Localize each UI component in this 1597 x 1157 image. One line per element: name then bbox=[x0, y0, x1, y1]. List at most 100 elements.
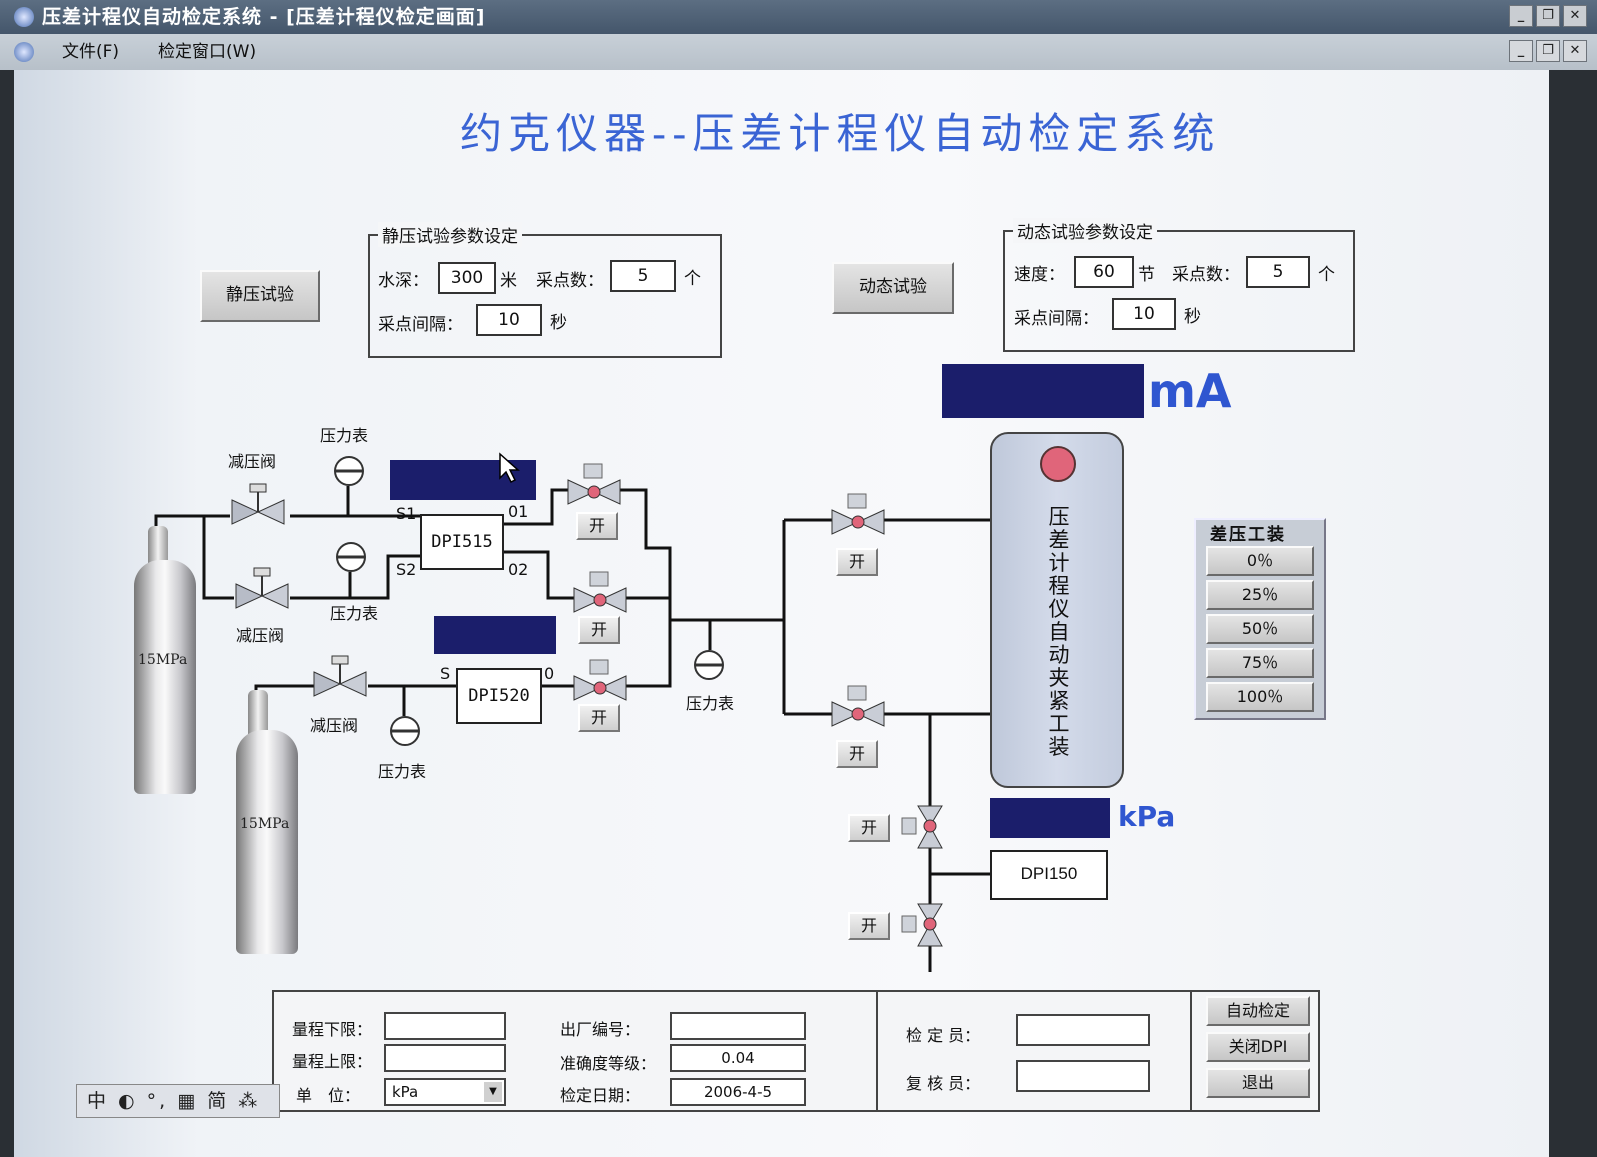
reviewer-input[interactable] bbox=[1016, 1060, 1150, 1092]
static-test-button[interactable]: 静压试验 bbox=[200, 270, 320, 322]
pressure-gauge-2-icon bbox=[336, 542, 366, 572]
kpa-readout bbox=[990, 798, 1110, 838]
reducer-valve-3-icon[interactable] bbox=[310, 654, 374, 706]
cylinder-2-neck bbox=[248, 690, 268, 734]
reducer-valve-3-label: 减压阀 bbox=[310, 716, 359, 735]
date-input[interactable]: 2006-4-5 bbox=[670, 1078, 806, 1106]
fixture-label: 压差计程仪自动夹紧工装 bbox=[1048, 505, 1070, 759]
ma-unit: mA bbox=[1148, 364, 1232, 418]
speed-unit: 节 bbox=[1138, 265, 1155, 285]
pressure-gauge-2-label: 压力表 bbox=[330, 604, 379, 623]
pressure-gauge-1-label: 压力表 bbox=[320, 426, 369, 445]
dp-75-button[interactable]: 75％ bbox=[1206, 648, 1314, 678]
dynamic-interval-unit: 秒 bbox=[1184, 307, 1201, 327]
solenoid-valve-3-icon[interactable] bbox=[572, 658, 628, 704]
dp-25-button[interactable]: 25％ bbox=[1206, 580, 1314, 610]
window-titlebar: 压差计程仪自动检定系统 - [压差计程仪检定画面] _ ❐ ✕ bbox=[0, 0, 1597, 34]
port-01: 01 bbox=[508, 502, 529, 521]
dp-fixture-title: 差压工装 bbox=[1210, 525, 1286, 545]
pressure-gauge-3-label: 压力表 bbox=[378, 762, 427, 781]
static-params-group: 静压试验参数设定 bbox=[368, 222, 722, 358]
child-close-icon[interactable]: ✕ bbox=[1563, 40, 1587, 62]
dynamic-samples-unit: 个 bbox=[1318, 265, 1335, 285]
exit-button[interactable]: 退出 bbox=[1206, 1068, 1310, 1098]
solenoid-valve-2-icon[interactable] bbox=[572, 570, 628, 616]
solenoid-valve-6-icon[interactable] bbox=[900, 804, 950, 850]
dp-fixture-panel: 差压工装 0％ 25％ 50％ 75％ 100％ bbox=[1194, 518, 1326, 720]
child-window-icon[interactable] bbox=[14, 42, 34, 62]
open-valve-3-button[interactable]: 开 bbox=[578, 704, 620, 732]
dynamic-params-group: 动态试验参数设定 bbox=[1003, 218, 1355, 352]
reviewer-label: 复 核 员： bbox=[906, 1074, 981, 1093]
solenoid-valve-1-icon[interactable] bbox=[566, 462, 622, 508]
speed-label: 速度： bbox=[1014, 265, 1065, 285]
reducer-valve-2-icon[interactable] bbox=[232, 566, 296, 618]
pressure-gauge-1-icon bbox=[334, 456, 364, 486]
serial-label: 出厂编号： bbox=[560, 1020, 641, 1039]
menu-window[interactable]: 检定窗口(W) bbox=[158, 42, 257, 62]
dynamic-params-title: 动态试验参数设定 bbox=[1013, 218, 1157, 243]
unit-select[interactable]: kPa ▼ bbox=[384, 1078, 506, 1106]
port-s: S bbox=[440, 664, 451, 683]
range-high-input[interactable] bbox=[384, 1044, 506, 1072]
menu-bar: 文件(F) 检定窗口(W) _ ❐ ✕ bbox=[0, 34, 1597, 70]
close-dpi-button[interactable]: 关闭DPI bbox=[1206, 1032, 1310, 1062]
dp-0-button[interactable]: 0％ bbox=[1206, 546, 1314, 576]
open-valve-5-button[interactable]: 开 bbox=[836, 740, 878, 768]
menu-file[interactable]: 文件(F) bbox=[62, 42, 120, 62]
dpi515-box: DPI515 bbox=[420, 514, 504, 570]
clamping-fixture bbox=[990, 432, 1124, 788]
dp-100-button[interactable]: 100％ bbox=[1206, 682, 1314, 712]
serial-input[interactable] bbox=[670, 1012, 806, 1040]
depth-input[interactable]: 300 bbox=[438, 262, 496, 294]
kpa-unit: kPa bbox=[1118, 800, 1176, 833]
chevron-down-icon[interactable]: ▼ bbox=[484, 1082, 502, 1102]
speed-input[interactable]: 60 bbox=[1074, 256, 1134, 288]
static-params-title: 静压试验参数设定 bbox=[378, 222, 522, 247]
auto-verify-button[interactable]: 自动检定 bbox=[1206, 996, 1310, 1026]
solenoid-valve-4-icon[interactable] bbox=[830, 492, 886, 538]
close-icon[interactable]: ✕ bbox=[1563, 5, 1587, 27]
date-label: 检定日期： bbox=[560, 1086, 641, 1105]
reducer-valve-2-label: 减压阀 bbox=[236, 626, 285, 645]
inspector-label: 检 定 员： bbox=[906, 1026, 981, 1045]
accuracy-input[interactable]: 0.04 bbox=[670, 1044, 806, 1072]
ime-toolbar[interactable]: 中 ◐ °, ▦ 简 ⁂ bbox=[76, 1084, 280, 1118]
cylinder-1-neck bbox=[148, 526, 168, 566]
dp-50-button[interactable]: 50％ bbox=[1206, 614, 1314, 644]
dynamic-test-button[interactable]: 动态试验 bbox=[832, 262, 954, 314]
cylinder-1-label: 15MPa bbox=[138, 652, 188, 668]
static-interval-label: 采点间隔： bbox=[378, 315, 463, 335]
cylinder-2-label: 15MPa bbox=[240, 816, 290, 832]
static-interval-unit: 秒 bbox=[550, 313, 567, 333]
reducer-valve-1-icon[interactable] bbox=[228, 482, 292, 534]
open-valve-6-button[interactable]: 开 bbox=[848, 814, 890, 842]
pressure-gauge-3-icon bbox=[390, 716, 420, 746]
window-title: 压差计程仪自动检定系统 - [压差计程仪检定画面] bbox=[42, 6, 486, 28]
child-minimize-icon[interactable]: _ bbox=[1509, 40, 1533, 62]
dpi150-box: DPI150 bbox=[990, 850, 1108, 900]
child-window-controls: _ ❐ ✕ bbox=[1509, 40, 1587, 62]
child-restore-icon[interactable]: ❐ bbox=[1536, 40, 1560, 62]
solenoid-valve-7-icon[interactable] bbox=[900, 902, 950, 948]
static-samples-unit: 个 bbox=[684, 269, 701, 289]
static-samples-label: 采点数： bbox=[536, 271, 604, 291]
port-s1: S1 bbox=[396, 504, 417, 523]
pressure-gauge-4-icon bbox=[694, 650, 724, 680]
range-high-label: 量程上限： bbox=[292, 1052, 373, 1071]
solenoid-valve-5-icon[interactable] bbox=[830, 684, 886, 730]
minimize-icon[interactable]: _ bbox=[1509, 5, 1533, 27]
open-valve-1-button[interactable]: 开 bbox=[576, 512, 618, 540]
open-valve-4-button[interactable]: 开 bbox=[836, 548, 878, 576]
dynamic-interval-input[interactable]: 10 bbox=[1112, 298, 1176, 330]
dynamic-samples-input[interactable]: 5 bbox=[1246, 256, 1310, 288]
open-valve-2-button[interactable]: 开 bbox=[578, 616, 620, 644]
app-icon[interactable] bbox=[14, 7, 34, 27]
inspector-input[interactable] bbox=[1016, 1014, 1150, 1046]
mouse-cursor-icon bbox=[499, 452, 520, 484]
static-samples-input[interactable]: 5 bbox=[610, 260, 676, 292]
static-interval-input[interactable]: 10 bbox=[476, 304, 542, 336]
range-low-input[interactable] bbox=[384, 1012, 506, 1040]
open-valve-7-button[interactable]: 开 bbox=[848, 912, 890, 940]
restore-icon[interactable]: ❐ bbox=[1536, 5, 1560, 27]
